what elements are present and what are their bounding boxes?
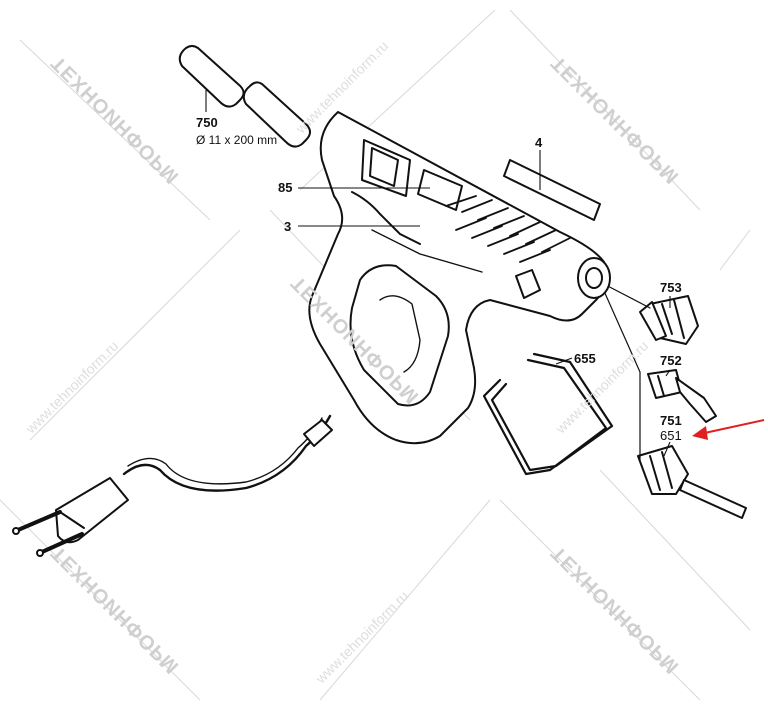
part-label-753: 753 [660, 280, 682, 295]
nozzle-part-751 [637, 445, 747, 519]
part-label-85: 85 [278, 180, 293, 195]
part-4-bar [503, 159, 601, 221]
nozzle-part-752 [647, 369, 717, 423]
power-cable-and-plug [12, 414, 333, 557]
part-label-751: 751 [660, 413, 682, 428]
part-label-4: 4 [535, 135, 543, 150]
glue-stick-part-750 [178, 45, 311, 148]
label-leader-lines [205, 90, 671, 457]
part-spec-750: Ø 11 x 200 mm [196, 133, 278, 147]
part-label-750: 750 [196, 115, 218, 130]
part-label-752: 752 [660, 353, 682, 368]
nozzle-part-753 [639, 295, 699, 345]
stand-part-655 [482, 352, 614, 476]
part-label-3: 3 [284, 219, 292, 234]
part-label-655: 655 [574, 351, 596, 366]
watermark-lines [0, 9, 751, 701]
part-label-651: 651 [660, 428, 682, 443]
glue-gun-body [308, 111, 611, 445]
highlight-arrow [692, 419, 765, 440]
